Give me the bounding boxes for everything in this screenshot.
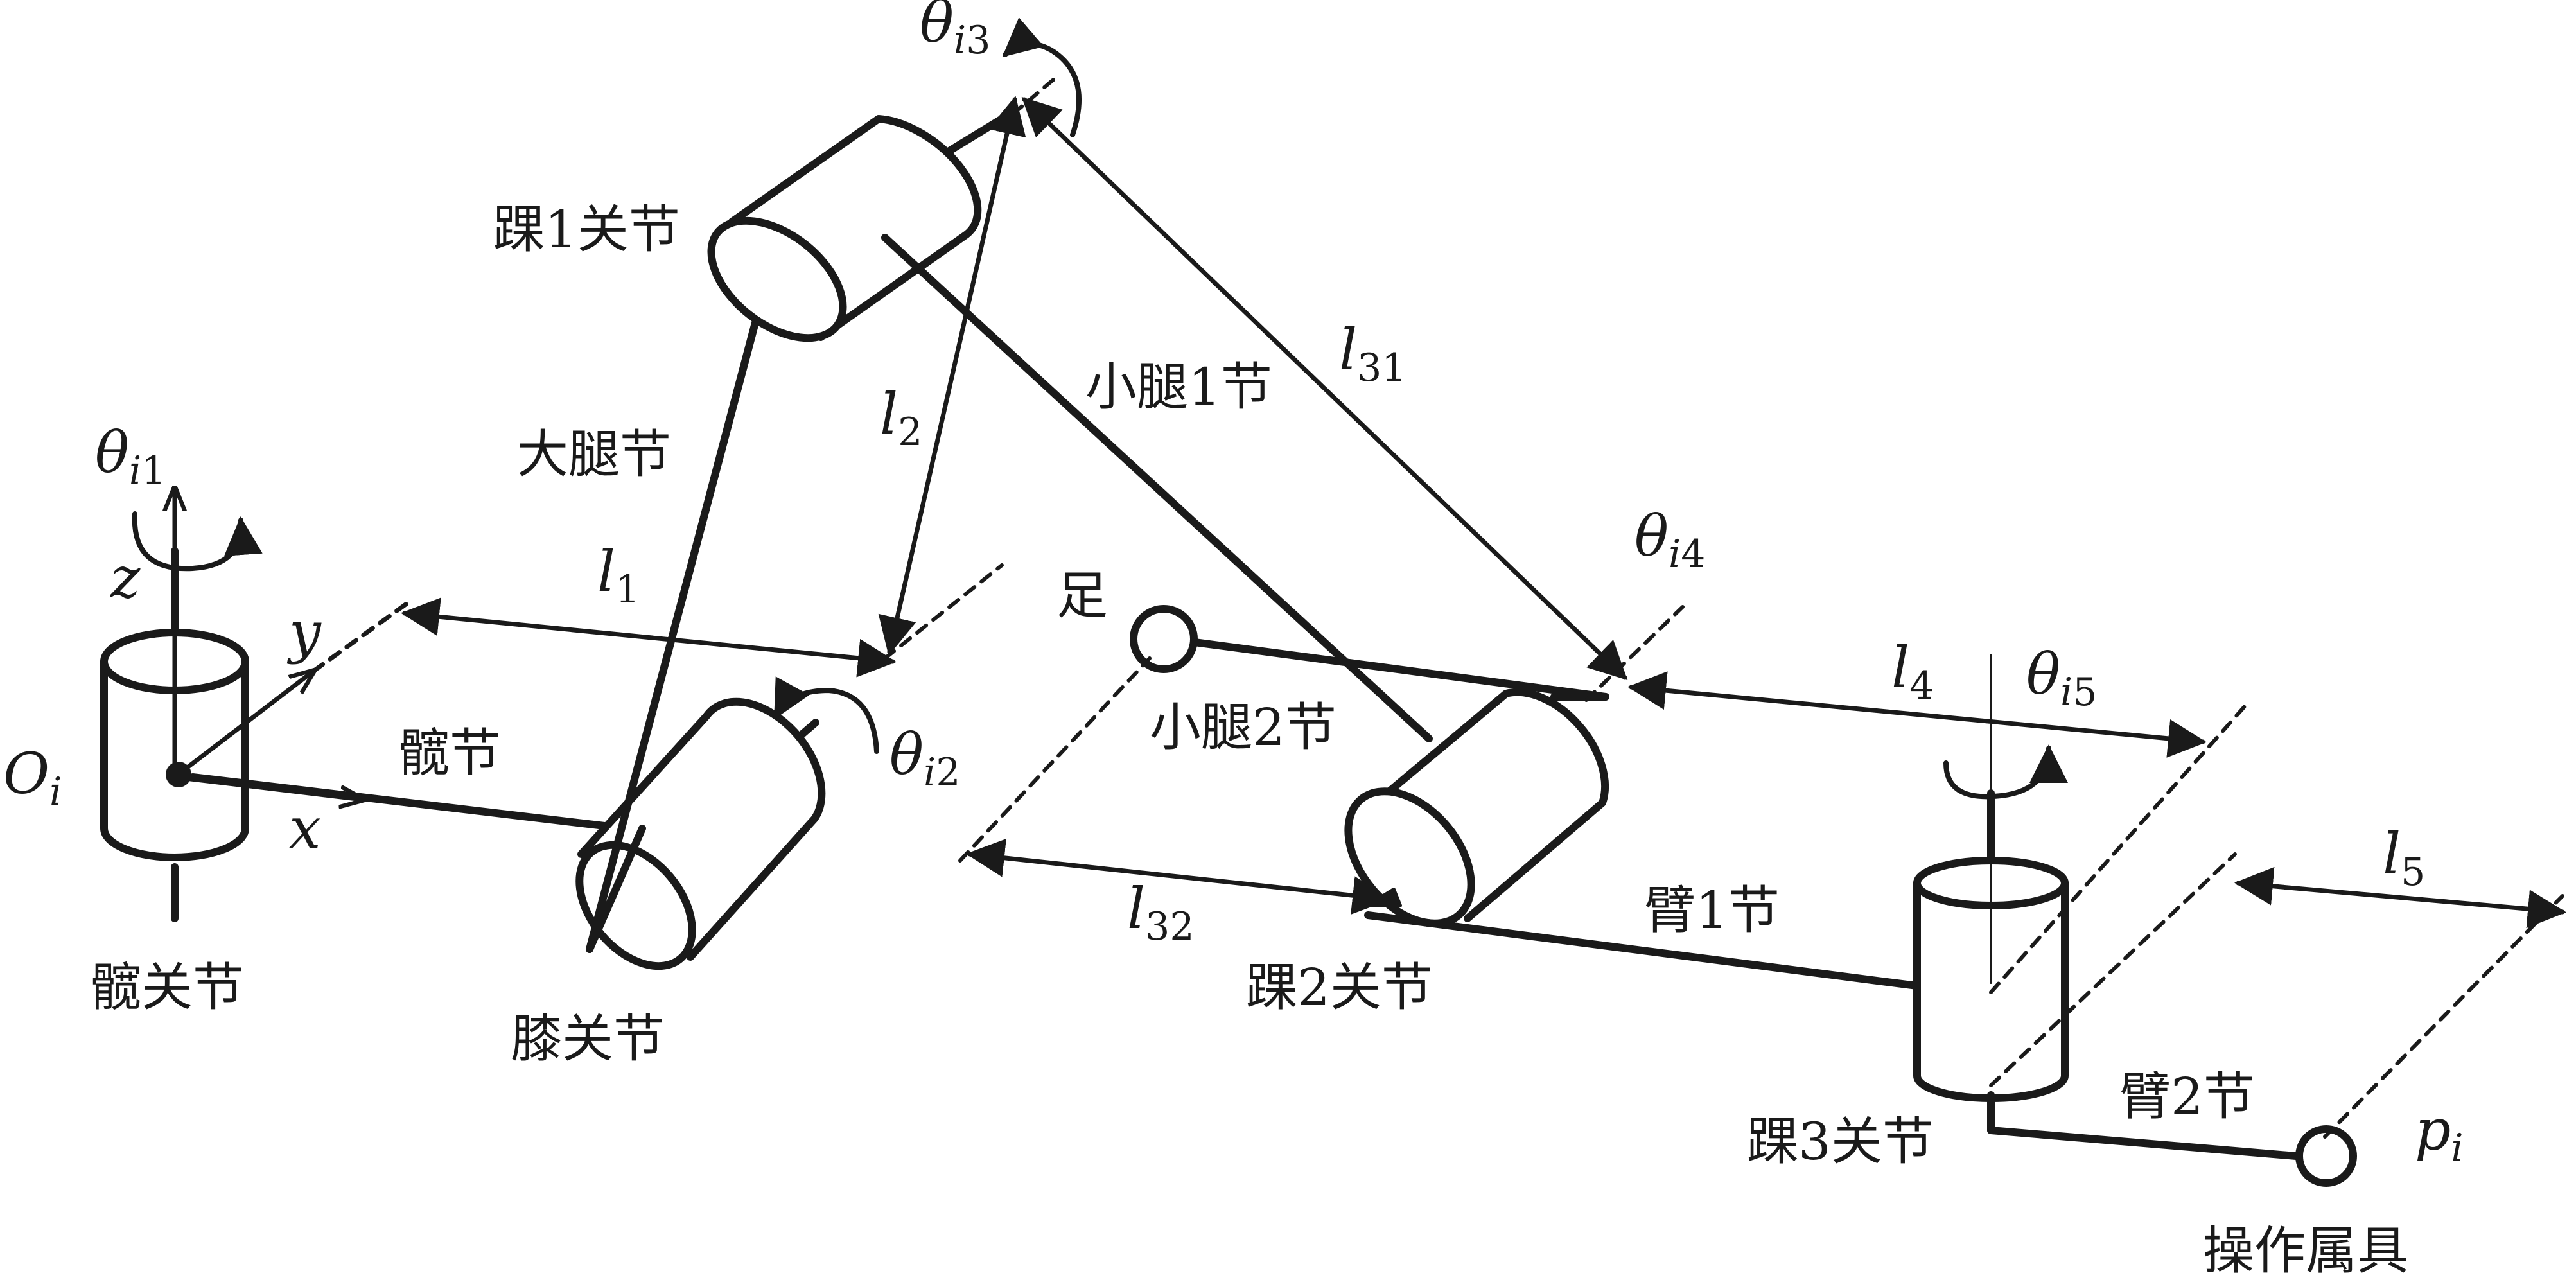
symbol-theta-i5: θi5 <box>2026 641 2097 715</box>
theta-i3-rotation-arrow <box>1002 17 1082 137</box>
label-arm1-link: 臂1节 <box>1644 881 1780 940</box>
symbol-origin: Oi <box>3 741 62 814</box>
symbol-l1: l1 <box>597 538 640 612</box>
symbol-axis-x: x <box>289 795 321 861</box>
symbol-l5: l5 <box>2383 821 2425 895</box>
label-hip-joint: 髋关节 <box>90 958 244 1017</box>
shank2-link <box>1191 638 1609 701</box>
dashed-reference-lines <box>883 75 2564 1139</box>
ankle1-joint-cylinder <box>707 115 1006 342</box>
hip-origin-dot <box>166 762 191 787</box>
label-thigh-link: 大腿节 <box>517 425 671 484</box>
label-knee-joint: 膝关节 <box>511 1009 665 1069</box>
symbol-theta-i1: θi1 <box>95 419 166 493</box>
ankle2-joint-cylinder <box>1344 688 1609 927</box>
label-ankle3-joint: 踝3关节 <box>1747 1112 1934 1171</box>
l4-arrow <box>1627 671 2207 758</box>
arm1-link <box>1364 911 1921 990</box>
label-arm2-link: 臂2节 <box>2119 1067 2255 1127</box>
symbol-labels: Oi z y x θi1 θi2 θi3 θi4 θi5 l1 l2 l31 l… <box>3 0 2464 1171</box>
symbol-l2: l2 <box>880 381 922 455</box>
theta-i5-rotation-arrow <box>1943 744 2068 800</box>
knee-joint-cylinder <box>575 697 826 970</box>
tool-circle <box>2295 1125 2357 1187</box>
l1-arrow <box>401 597 897 678</box>
symbol-l32: l32 <box>1127 875 1195 949</box>
symbol-l31: l31 <box>1339 317 1406 390</box>
l31-arrow <box>1021 96 1628 681</box>
joint-and-link-labels: 髋关节 髋节 膝关节 大腿节 踝1关节 小腿1节 小腿2节 足 踝2关节 臂1节… <box>90 200 2408 1280</box>
foot-circle <box>1130 605 1198 673</box>
label-shank1-link: 小腿1节 <box>1085 357 1272 417</box>
label-ankle1-joint: 踝1关节 <box>493 200 680 259</box>
symbol-theta-i2: θi2 <box>889 721 960 795</box>
theta-i1-rotation-arrow <box>132 511 263 572</box>
theta-i2-rotation-arrow <box>773 676 879 754</box>
arm2-link <box>1987 1091 2300 1160</box>
symbol-theta-i4: θi4 <box>1634 503 1705 577</box>
label-shank2-link: 小腿2节 <box>1150 697 1336 757</box>
symbol-p-i: pi <box>2415 1097 2464 1171</box>
hip-link <box>189 773 630 832</box>
symbol-axis-z: z <box>110 545 141 611</box>
label-foot: 足 <box>1056 566 1108 626</box>
l32-arrow <box>966 838 1391 915</box>
dimension-arrows <box>401 96 2566 929</box>
l2-arrow <box>878 96 1026 656</box>
label-ankle2-joint: 踝2关节 <box>1246 958 1433 1017</box>
symbol-axis-y: y <box>286 599 322 665</box>
symbol-l4: l4 <box>1891 635 1934 708</box>
label-hip-link: 髋节 <box>398 723 501 783</box>
label-tool: 操作属具 <box>2203 1221 2408 1280</box>
symbol-theta-i3: θi3 <box>920 0 990 63</box>
l5-arrow <box>2234 866 2566 929</box>
